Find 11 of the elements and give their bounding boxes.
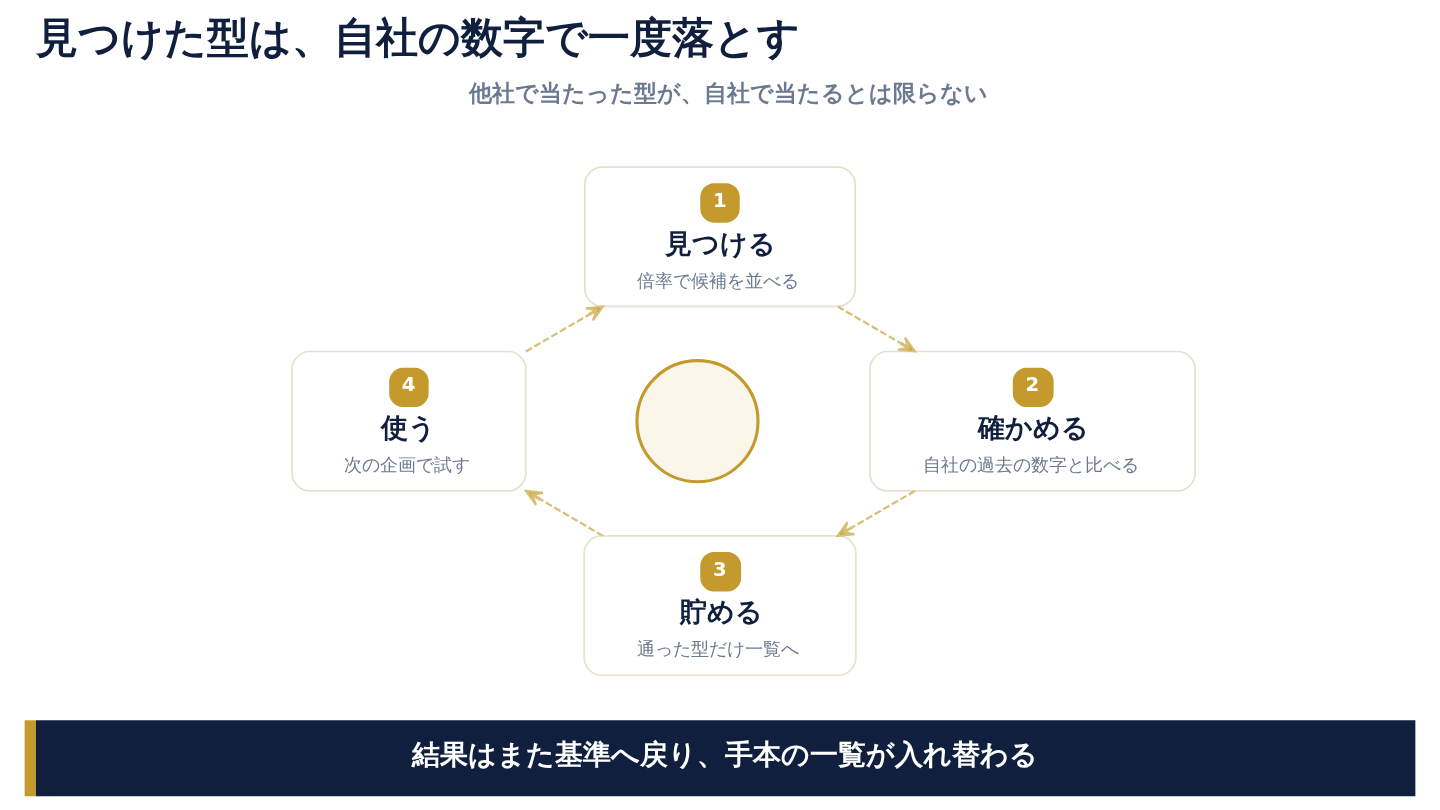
arrow xyxy=(524,489,604,537)
node-box: 4 使う 次の企画で試す xyxy=(291,350,527,492)
arrow xyxy=(525,305,604,353)
node-circle xyxy=(635,359,760,484)
node-box: 1 見つける 倍率で候補を並べる xyxy=(584,166,856,308)
node-box: 2 確かめる 自社の過去の数字と比べる xyxy=(869,350,1196,492)
arrow xyxy=(837,305,917,353)
node-box: 3 貯める 通った型だけ一覧へ xyxy=(583,535,857,677)
arrow xyxy=(836,490,916,537)
label: 他社で当たった型が、自社で当たるとは限らない xyxy=(468,79,988,106)
diagram-title: 見つけた型は、自社の数字で一度落とす xyxy=(35,12,800,62)
